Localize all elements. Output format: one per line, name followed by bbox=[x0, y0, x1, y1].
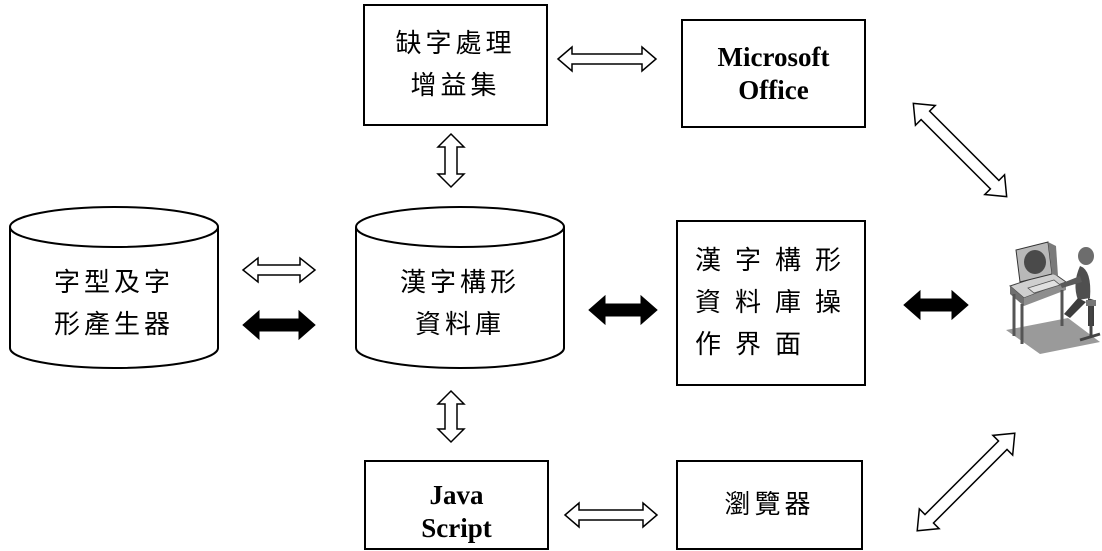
font-generator-cylinder bbox=[9, 206, 219, 369]
addin-database-arrow bbox=[436, 132, 466, 189]
database-label-line-2: 資料庫 bbox=[414, 310, 505, 340]
computer-user-icon bbox=[1006, 241, 1101, 354]
database-label: 漢字構形 資料庫 bbox=[356, 248, 564, 360]
office-label-line-2: Office bbox=[738, 74, 809, 105]
font-generator-label: 字型及字 形產生器 bbox=[10, 248, 218, 360]
javascript-label: Java Script bbox=[365, 461, 548, 549]
browser-user-arrow bbox=[916, 432, 1016, 532]
browser-label-line-1: 瀏覽器 bbox=[724, 490, 815, 520]
ui-box bbox=[676, 220, 866, 386]
browser-label: 瀏覽器 bbox=[677, 461, 862, 549]
font-database-outline-arrow bbox=[241, 256, 317, 284]
ui-label: 漢字構形 資料庫操 作界面 bbox=[677, 221, 865, 385]
database-javascript-arrow bbox=[436, 389, 466, 444]
addin-office-arrow bbox=[556, 45, 658, 73]
database-cylinder bbox=[355, 206, 565, 369]
browser-box bbox=[676, 460, 863, 550]
database-ui-arrow bbox=[588, 294, 658, 326]
ui-label-line-2: 資料庫操 bbox=[695, 288, 856, 318]
font-generator-label-line-1: 字型及字 bbox=[53, 268, 174, 298]
office-label: Microsoft Office bbox=[682, 20, 865, 127]
javascript-box bbox=[364, 460, 549, 550]
addin-box bbox=[363, 4, 548, 126]
javascript-label-line-2: Script bbox=[421, 513, 492, 543]
office-label-line-1: Microsoft bbox=[717, 41, 830, 72]
addin-label-line-1: 缺字處理 bbox=[395, 29, 516, 59]
addin-label: 缺字處理 增益集 bbox=[364, 5, 547, 125]
font-database-solid-arrow bbox=[242, 309, 316, 341]
javascript-label-line-1: Java bbox=[429, 480, 484, 510]
javascript-browser-arrow bbox=[563, 501, 659, 529]
office-box bbox=[681, 19, 866, 128]
ui-user-arrow bbox=[903, 289, 969, 321]
office-user-arrow bbox=[912, 102, 1008, 198]
ui-label-line-3: 作界面 bbox=[695, 330, 816, 360]
database-label-line-1: 漢字構形 bbox=[399, 268, 520, 298]
font-generator-label-line-2: 形產生器 bbox=[53, 310, 174, 340]
ui-label-line-1: 漢字構形 bbox=[695, 246, 856, 276]
addin-label-line-2: 增益集 bbox=[410, 71, 501, 101]
